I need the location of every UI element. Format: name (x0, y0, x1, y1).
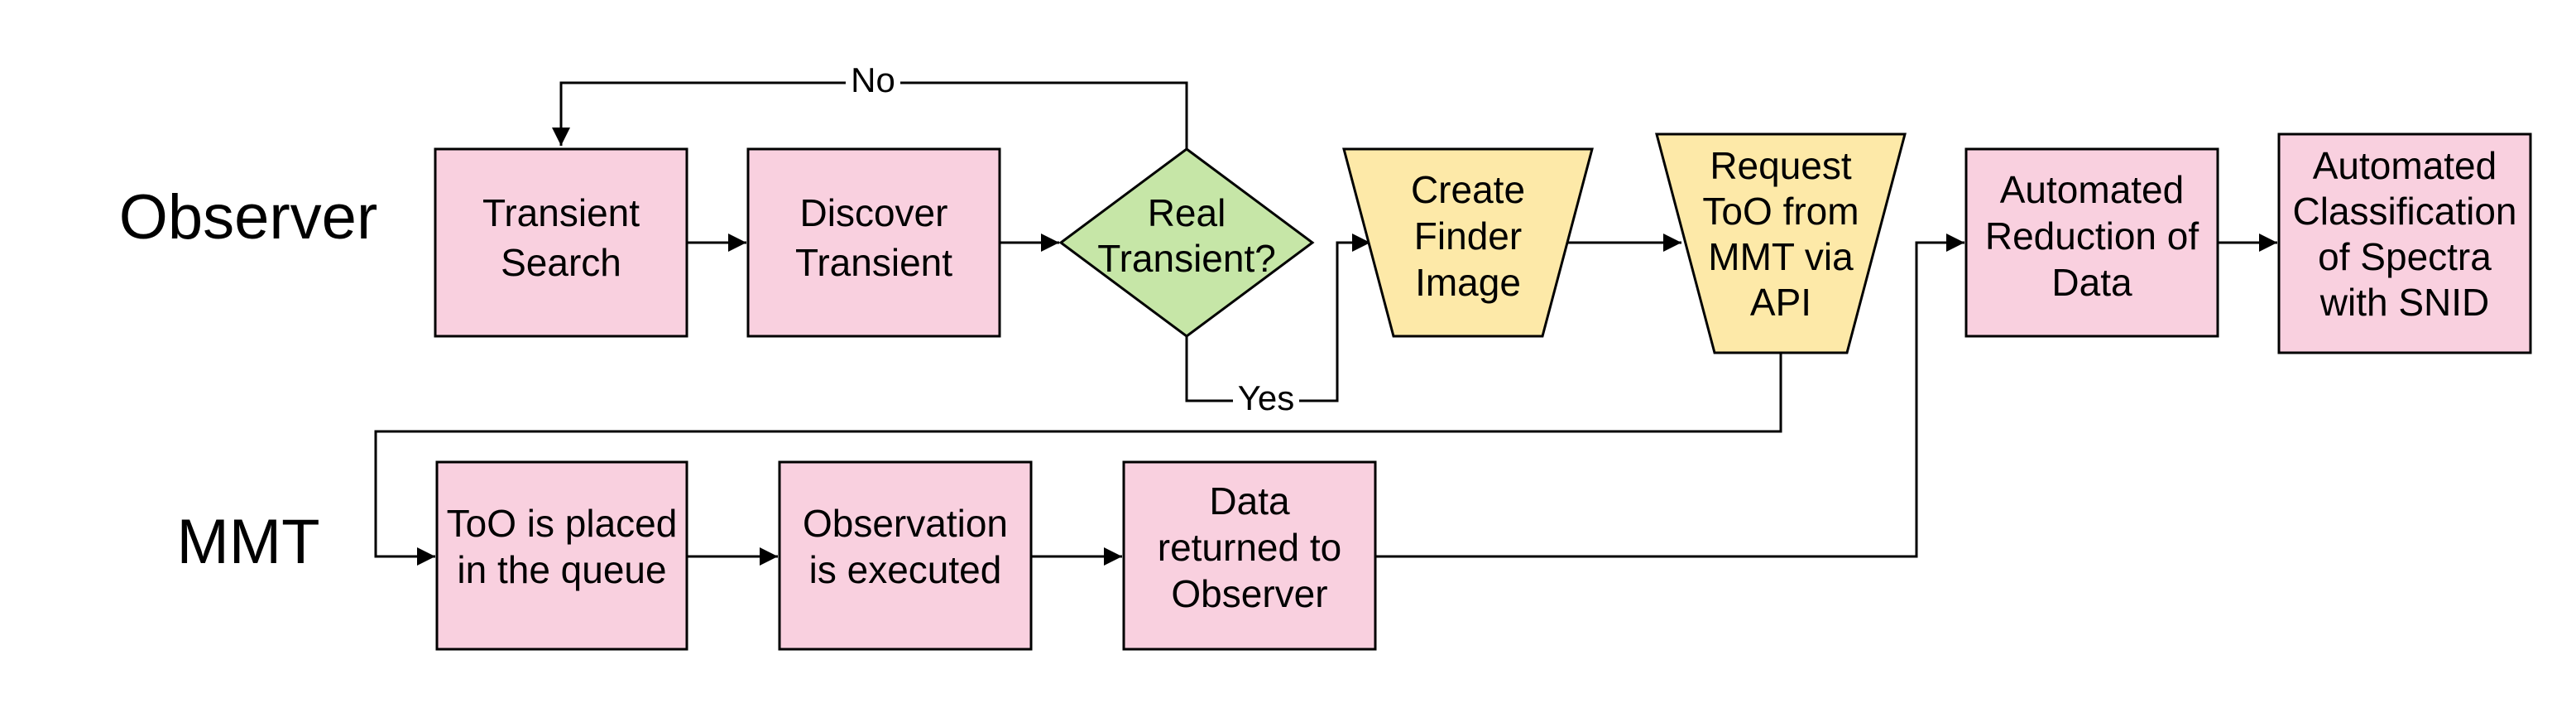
node-transient-search-line-1: Transient (482, 191, 640, 234)
edge-label-yes: Yes (1238, 378, 1295, 417)
node-discover-transient-line-1: Discover (800, 191, 948, 234)
node-create-finder-image-line-2: Finder (1414, 214, 1522, 258)
node-automated-reduction: Automated Reduction of Data (1964, 147, 2219, 338)
edge-label-yes-bg (1233, 381, 1299, 421)
node-transient-search-line-2: Search (501, 241, 621, 284)
node-request-too-line-3: MMT via (1708, 235, 1854, 278)
node-too-placed-line-2: in the queue (457, 548, 666, 591)
node-automated-classification-line-4: with SNID (2319, 281, 2489, 324)
node-data-returned: Data returned to Observer (1122, 460, 1377, 651)
node-automated-classification-line-2: Classification (2293, 190, 2517, 233)
edge-data-to-reduction (1375, 234, 1964, 558)
node-discover-transient: Discover Transient (746, 147, 1001, 338)
node-data-returned-line-2: returned to (1158, 526, 1341, 569)
node-data-returned-line-3: Observer (1171, 572, 1327, 615)
node-transient-search: Transient Search (434, 147, 688, 338)
node-request-too-line-2: ToO from (1702, 190, 1859, 233)
node-automated-classification: Automated Classification of Spectra with… (2277, 132, 2532, 354)
node-automated-classification-line-3: of Spectra (2318, 235, 2492, 278)
node-automated-reduction-line-3: Data (2051, 261, 2132, 304)
node-too-placed-line-1: ToO is placed (447, 502, 678, 545)
node-automated-classification-line-1: Automated (2313, 144, 2497, 187)
node-real-transient-decision: Real Transient? (1058, 147, 1315, 338)
node-observation-executed-line-2: is executed (809, 548, 1002, 591)
node-discover-transient-line-2: Transient (795, 241, 952, 284)
node-create-finder-image-line-1: Create (1411, 168, 1525, 211)
node-request-too-line-4: API (1750, 281, 1811, 324)
node-data-returned-line-1: Data (1209, 479, 1290, 523)
node-real-transient-line-1: Real (1148, 191, 1226, 234)
edge-label-no: No (851, 60, 895, 99)
node-automated-reduction-line-2: Reduction of (1985, 214, 2199, 258)
node-create-finder-image-line-3: Image (1415, 261, 1521, 304)
lane-label-observer: Observer (119, 182, 378, 253)
edge-request-to-queue (374, 353, 1782, 566)
node-observation-executed: Observation is executed (778, 460, 1033, 651)
node-create-finder-image: Create Finder Image (1342, 147, 1594, 338)
node-too-placed: ToO is placed in the queue (435, 460, 688, 651)
node-observation-executed-line-1: Observation (803, 502, 1008, 545)
node-request-too: Request ToO from MMT via API (1655, 132, 1907, 354)
edge-label-no-bg (846, 63, 900, 103)
lane-label-mmt: MMT (176, 507, 319, 577)
node-automated-reduction-line-1: Automated (2000, 168, 2184, 211)
edge-yes (1185, 234, 1370, 402)
node-request-too-line-1: Request (1710, 144, 1852, 187)
node-real-transient-line-2: Transient? (1097, 237, 1276, 280)
